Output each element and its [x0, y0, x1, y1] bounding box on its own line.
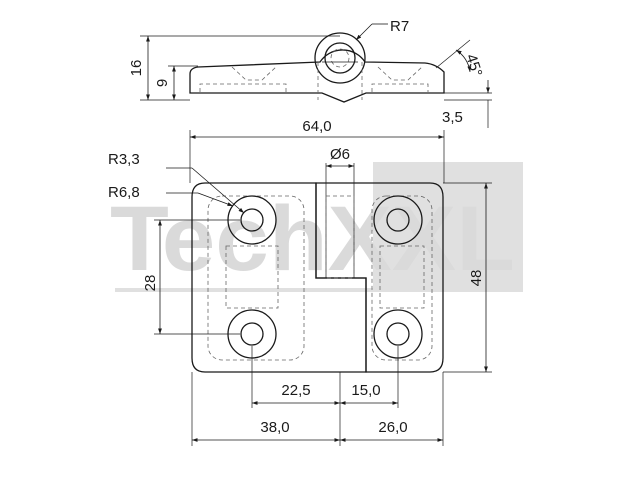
watermark-text: TechXXL [110, 188, 515, 290]
right-leaf [315, 182, 444, 373]
left-leaf [191, 182, 367, 373]
dim-radius-top: R7 [390, 18, 409, 35]
dim-overall-height: 48 [468, 270, 485, 287]
dim-hole-spacing-right: 15,0 [351, 382, 380, 399]
dim-pin-diameter: Ø6 [330, 146, 350, 163]
dim-chamfer-angle: 45° [462, 52, 485, 79]
dim-hole-radius: R3,3 [108, 151, 140, 168]
dim-height-leaf: 9 [154, 79, 171, 87]
dim-height-total: 16 [128, 60, 145, 77]
knuckle-inner [324, 42, 356, 74]
left-pocket-hidden [207, 195, 305, 361]
dim-leaf-width-right: 26,0 [378, 419, 407, 436]
knuckle-outer [314, 32, 366, 84]
dim-leaf-width-left: 38,0 [260, 419, 289, 436]
knuckle-pin [330, 48, 350, 68]
pin-hidden [325, 195, 355, 279]
dim-hole-pitch-vertical: 28 [142, 275, 159, 292]
dim-leaf-thickness: 3,5 [442, 109, 463, 126]
hole-top-right [373, 195, 423, 245]
dim-overall-width: 64,0 [302, 118, 331, 135]
side-countersink-left [199, 66, 287, 92]
side-view-outline [189, 49, 445, 103]
dim-counterbore-radius: R6,8 [108, 184, 140, 201]
side-countersink-right [371, 66, 429, 92]
dim-hole-spacing-left: 22,5 [281, 382, 310, 399]
side-view: 16 9 R7 45° 3,5 [128, 18, 492, 128]
watermark-underline [115, 288, 523, 292]
front-view: 64,0 Ø6 [108, 118, 492, 446]
